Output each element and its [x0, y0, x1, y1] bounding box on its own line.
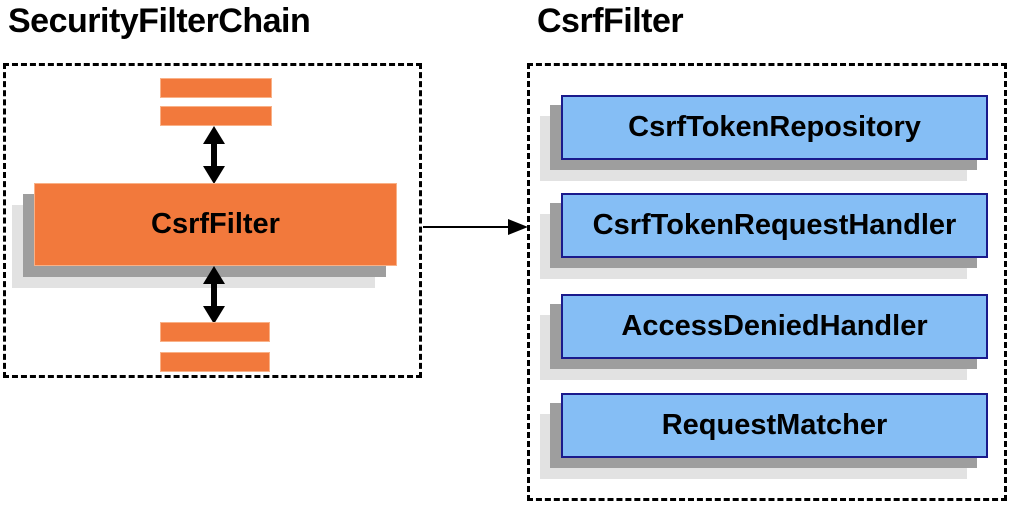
up-down-arrow-icon	[203, 126, 225, 184]
other-filter-bar	[160, 352, 270, 372]
request-matcher-box: RequestMatcher	[561, 393, 988, 458]
other-filter-bar	[160, 322, 270, 342]
component-label: CsrfTokenRepository	[628, 111, 921, 143]
csrf-filter-components-panel	[527, 63, 1007, 501]
csrf-filter-box-label: CsrfFilter	[151, 208, 280, 240]
csrf-filter-box: CsrfFilter	[34, 183, 397, 266]
component-label: AccessDeniedHandler	[621, 310, 928, 342]
access-denied-handler-box: AccessDeniedHandler	[561, 294, 988, 359]
right-arrow-icon	[423, 219, 528, 235]
component-label: RequestMatcher	[661, 409, 888, 441]
csrf-filter-panel-title: CsrfFilter	[537, 2, 684, 40]
other-filter-bar	[160, 106, 272, 126]
up-down-arrow-icon	[203, 266, 225, 324]
security-filter-chain-title: SecurityFilterChain	[8, 2, 311, 40]
component-label: CsrfTokenRequestHandler	[592, 209, 957, 241]
csrf-token-request-handler-box: CsrfTokenRequestHandler	[561, 193, 988, 258]
csrf-token-repository-box: CsrfTokenRepository	[561, 95, 988, 160]
security-filter-chain-panel	[3, 63, 422, 378]
other-filter-bar	[160, 78, 272, 98]
